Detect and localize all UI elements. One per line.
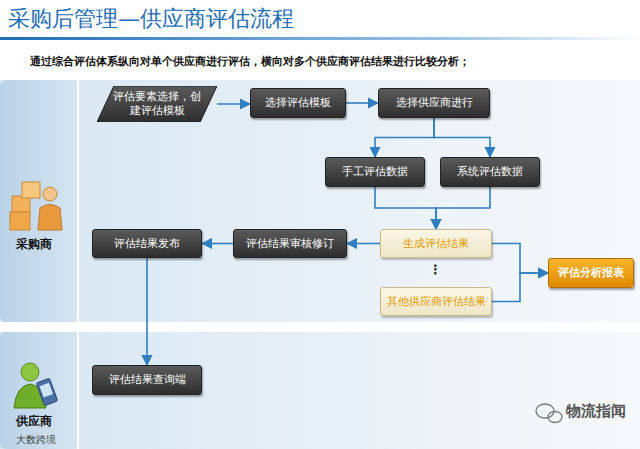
process-box: 评估结果审核修订 [233, 229, 347, 258]
node-text: 其他供应商评估结果 [387, 295, 486, 309]
node-text: 评估分析报表 [558, 266, 624, 280]
node-text: 选择供应商进行 [396, 96, 473, 110]
lane-label: 供应商 [16, 413, 52, 430]
flow-arrow [375, 187, 436, 229]
process-box: 评估结果发布 [92, 229, 202, 258]
flow-arrow [492, 244, 548, 274]
node-text: 系统评估数据 [457, 165, 523, 179]
node-text: 生成评估结果 [403, 237, 469, 251]
node-text: 选择评估模板 [265, 96, 331, 110]
report-box: 评估分析报表 [548, 258, 634, 288]
node-text: 评估结果审核修订 [246, 237, 334, 251]
flow-arrow [346, 102, 378, 104]
flow-arrow [217, 103, 250, 105]
input-parallelogram: 评估要素选择，创建评估模板 [97, 86, 217, 122]
node-text: 评估结果查询端 [109, 373, 186, 387]
subtitle: 通过综合评估体系纵向对单个供应商进行评估，横向对多个供应商评估结果进行比较分析； [30, 54, 470, 69]
ellipsis-mark: ⋮ [429, 262, 442, 277]
flow-arrow [492, 273, 548, 302]
supplier-icon [14, 363, 58, 408]
process-box: 选择评估模板 [250, 88, 346, 118]
process-box: 评估结果查询端 [92, 365, 202, 395]
page-title: 采购后管理—供应商评估流程 [8, 4, 294, 34]
node-text: 评估要素选择，创建评估模板 [113, 90, 201, 118]
flow-arrow [436, 187, 490, 229]
purchaser-icon [10, 182, 62, 230]
watermark: 物流指闻 [566, 402, 626, 421]
flow-arrow [375, 118, 434, 157]
flow-arrow [347, 243, 380, 245]
lane-label: 采购商 [16, 236, 52, 253]
watermark: 大数跨境 [16, 433, 56, 447]
process-box: 选择供应商进行 [378, 88, 490, 118]
process-box: 系统评估数据 [440, 157, 540, 187]
result-box: 其他供应商评估结果 [380, 287, 492, 316]
flow-arrow [146, 258, 148, 365]
node-text: 评估结果发布 [114, 237, 180, 251]
flow-arrow [202, 243, 233, 245]
node-text: 手工评估数据 [342, 165, 408, 179]
process-box: 手工评估数据 [325, 157, 425, 187]
flow-arrow [434, 118, 490, 157]
result-box: 生成评估结果 [380, 229, 492, 258]
watermark-icon [536, 404, 562, 423]
